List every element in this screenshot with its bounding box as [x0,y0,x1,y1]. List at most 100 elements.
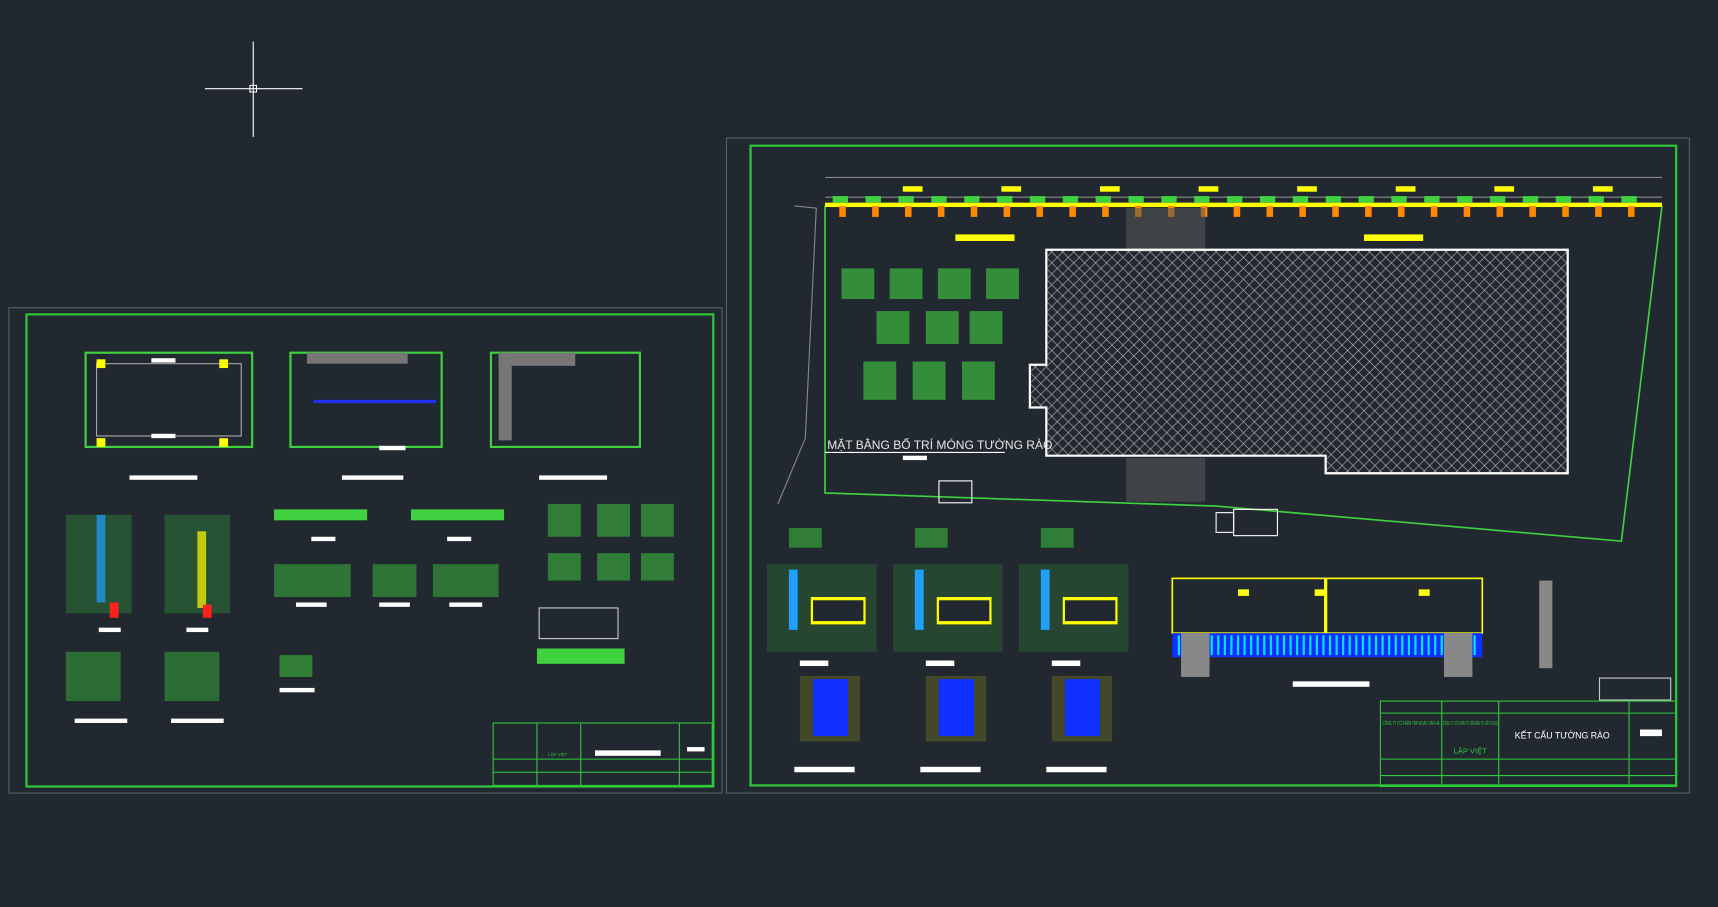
drawing-mark [1289,635,1292,656]
drawing-mark [1427,635,1430,656]
drawing-mark [1358,196,1374,203]
drawing-mark [1102,205,1109,217]
drawing-mark [1292,196,1309,203]
drawing-mark [1388,635,1391,656]
drawing-mark [1562,205,1569,217]
drawing-mark [1040,527,1074,548]
drawing-mark [1299,205,1306,217]
drawing-mark [1095,196,1111,203]
drawing-mark [1282,635,1286,656]
drawing-mark [1434,635,1437,656]
drawing-mark [1259,196,1276,203]
drawing-mark [1325,196,1341,203]
drawing-mark [1440,635,1443,656]
left-title-block [492,722,713,786]
drawing-mark [1361,635,1364,656]
drawing-mark [1463,205,1471,217]
drawing-mark [794,766,855,773]
drawing-mark [1263,635,1266,656]
drawing-mark [788,569,798,630]
drawing-mark [1457,196,1473,203]
drawing-mark [1064,679,1100,737]
drawing-mark [1394,635,1397,656]
drawing-mark [1395,186,1416,192]
drawing-mark [1210,635,1213,656]
drawing-mark [1424,196,1440,203]
drawing-mark [1489,196,1506,203]
drawing-mark [1276,635,1279,656]
left-sheet[interactable]: LẬP VIỆT [8,307,723,794]
drawing-mark [925,660,955,667]
drawing-mark [1595,205,1602,217]
drawing-mark [1365,205,1372,217]
drawing-mark [812,679,849,737]
drawing-mark [1342,635,1345,656]
drawing-mark [914,527,948,548]
drawing-mark [997,196,1013,203]
drawing-mark [1391,196,1407,203]
drawing-mark [1233,205,1241,217]
drawing-mark [1051,660,1081,667]
drawing-mark [1297,186,1317,192]
drawing-mark [1062,196,1079,203]
drawing-mark [832,196,849,203]
drawing-mark [1555,196,1572,203]
drawing-mark [1040,569,1050,630]
fence-elevation [1171,577,1672,701]
drawing-mark [1230,635,1233,656]
drawing-mark [1529,205,1536,217]
drawing-mark [970,205,978,217]
drawing-mark [1296,635,1299,656]
drawing-mark [799,660,829,667]
design-company: CÔNG TY CỔ PHẦN TƯ VẤN ĐẦU TƯ XÂY DỰNG [1443,720,1498,727]
drawing-mark [1592,186,1613,192]
drawing-mark [1414,635,1417,656]
right-sheet[interactable]: MẶT BẰNG BỐ TRÍ MÓNG TƯỜNG RÀO [725,137,1690,794]
crosshair-cursor-icon [205,41,303,137]
drawing-mark [1236,635,1240,656]
drawing-mark [1194,196,1210,203]
plan-title: MẶT BẰNG BỐ TRÍ MÓNG TƯỜNG RÀO [827,437,1052,452]
drawing-mark [1069,205,1076,217]
owner-company: CÔNG TY CỔ PHẦN TẬP ĐOÀN TÂN HÀ [1383,720,1440,727]
drawing-mark [1348,635,1351,656]
drawing-mark [905,205,912,217]
drawing-mark [1217,635,1220,656]
drawing-mark [1381,635,1384,656]
drawing-mark [1269,635,1272,656]
drawing-mark [1256,635,1259,656]
drawing-mark [1046,766,1107,773]
drawing-mark [1494,186,1515,192]
drawing-mark [937,205,945,217]
drawing-mark [1064,600,1116,622]
drawing-mark [1627,205,1635,217]
drawing-mark [902,186,923,192]
drawing-mark [1003,205,1011,217]
drawing-mark [931,196,947,203]
drawing-mark [1473,635,1476,656]
drawing-mark [1243,635,1246,656]
drawing-mark [964,196,980,203]
drawing-mark [1621,196,1637,203]
right-title-block [1379,700,1677,788]
drawing-mark [1368,635,1371,656]
drawing-mark [1401,635,1404,656]
drawing-mark [1223,635,1226,656]
drawing-mark [914,569,924,630]
drawing-mark [1302,635,1305,656]
drawing-mark [1161,196,1177,203]
brand-label: LẬP VIỆT [1453,747,1487,756]
drawing-mark [1328,635,1332,656]
drawing-mark [898,196,914,203]
drawing-mark [1355,635,1358,656]
drawing-mark [1374,635,1378,656]
drawing-title: KẾT CẤU TƯỜNG RÀO [1515,730,1610,740]
drawing-mark [1397,205,1405,217]
drawing-mark [1430,205,1438,217]
drawing-mark [1036,205,1044,217]
drawing-mark [1128,196,1144,203]
drawing-mark [1177,635,1180,656]
drawing-mark [865,196,881,203]
